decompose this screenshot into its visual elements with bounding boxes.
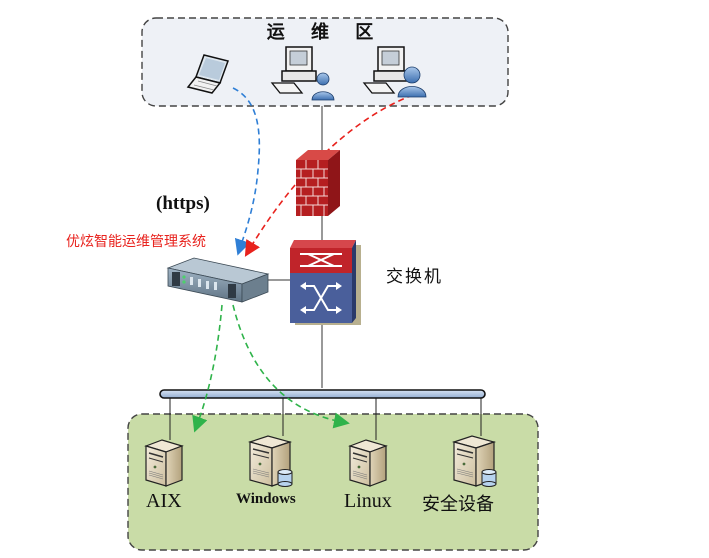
- server-aix-icon: [144, 439, 184, 487]
- workstation-user-icon: [270, 46, 335, 101]
- server-security-device-icon: [451, 435, 497, 487]
- workstation-user-icon: [362, 46, 427, 98]
- database-icon: [277, 469, 293, 487]
- database-icon: [481, 469, 497, 487]
- switch-label: 交换机: [386, 267, 443, 287]
- server-linux-icon: [348, 439, 388, 487]
- admin-access-path: [244, 94, 414, 257]
- server-label-security-device: 安全设备: [422, 494, 494, 515]
- laptop-icon: [186, 54, 229, 94]
- server-windows-icon: [247, 435, 293, 487]
- firewall-icon: [296, 150, 340, 216]
- management-appliance-icon: [166, 257, 270, 303]
- server-label-windows: Windows: [236, 491, 296, 507]
- https-protocol-label: (https): [156, 193, 210, 214]
- management-system-label: 优炫智能运维管理系统: [66, 234, 206, 250]
- network-bus: [159, 389, 486, 399]
- audit-path-aix: [192, 304, 223, 433]
- ops-zone-title: 运 维 区: [266, 22, 384, 43]
- audit-path-linux: [232, 304, 350, 429]
- server-label-linux: Linux: [344, 490, 392, 512]
- https-access-path: [232, 87, 261, 256]
- switch-icon: [290, 240, 361, 325]
- ops-zone: [141, 17, 509, 107]
- server-label-aix: AIX: [146, 490, 182, 512]
